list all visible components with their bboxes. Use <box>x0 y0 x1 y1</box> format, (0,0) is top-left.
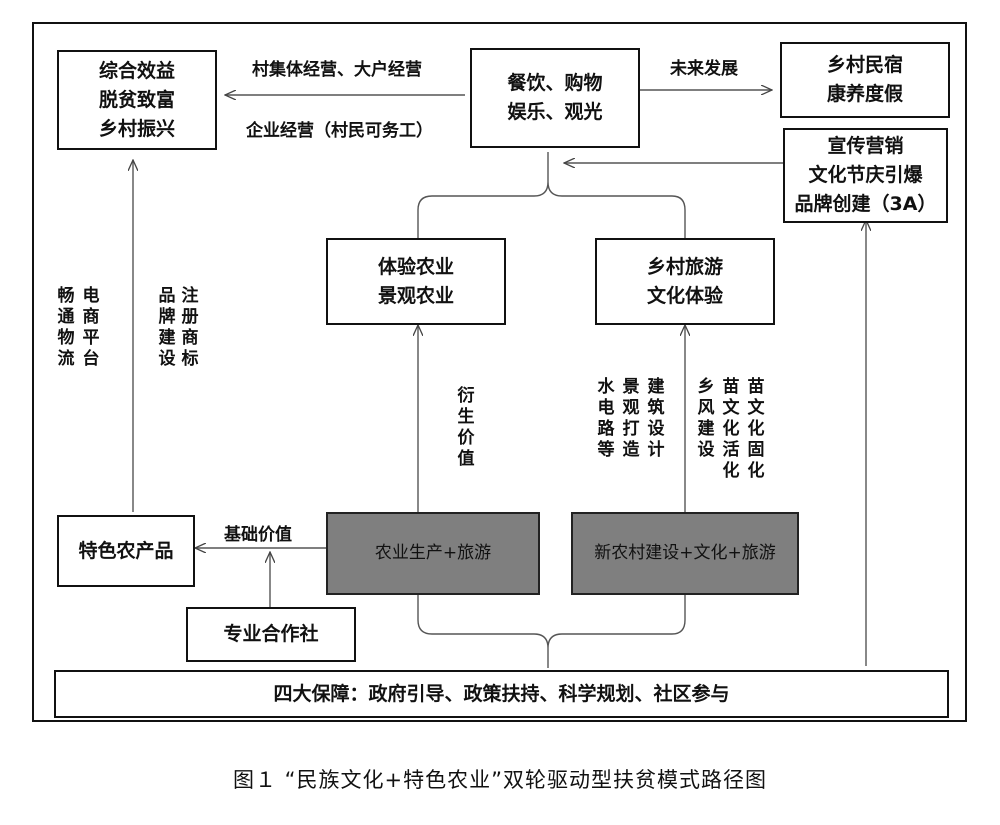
agri-production-label: 农业生产+旅游 <box>374 543 492 563</box>
agri-experience-line-2: 景观农业 <box>377 284 454 307</box>
marketing-line-1: 宣传营销 <box>827 135 904 157</box>
guarantee-label: 四大保障：政府引导、政策扶持、科学规划、社区参与 <box>273 682 730 705</box>
marketing-line-3: 品牌创建（3A） <box>794 193 937 215</box>
agri-experience-line-1: 体验农业 <box>377 255 454 278</box>
logistics-label: 畅通物流 <box>57 286 75 369</box>
specialty-label: 特色农产品 <box>78 539 174 562</box>
brand-label: 品牌建设 <box>158 286 176 369</box>
guarantee-box: 四大保障：政府引导、政策扶持、科学规划、社区参与 <box>54 670 949 718</box>
agri-experience-box: 体验农业 景观农业 <box>326 238 506 325</box>
ecommerce-label: 电商平台 <box>82 286 100 369</box>
base-value-label: 基础价值 <box>224 525 292 545</box>
derived-value-label: 衍生价值 <box>457 386 475 469</box>
utilities-label: 水电路等 <box>597 377 615 460</box>
building-design-label: 建筑设计 <box>647 377 665 460</box>
landscape-label: 景观打造 <box>622 377 640 460</box>
register-label: 注册商标 <box>181 286 199 369</box>
future-label: 未来发展 <box>670 59 738 79</box>
specialty-box: 特色农产品 <box>57 515 195 587</box>
new-village-label: 新农村建设+文化+旅游 <box>594 543 776 563</box>
collective-label: 村集体经营、大户经营 <box>252 60 422 80</box>
catering-line-1: 餐饮、购物 <box>507 72 603 94</box>
brace-bottom <box>417 595 686 668</box>
cooperative-box: 专业合作社 <box>186 607 356 662</box>
catering-line-2: 娱乐、观光 <box>507 101 603 123</box>
new-village-box: 新农村建设+文化+旅游 <box>571 512 799 595</box>
miao-live-label: 苗文化活化 <box>722 377 740 481</box>
benefit-box: 综合效益 脱贫致富 乡村振兴 <box>57 50 217 150</box>
miao-solid-label: 苗文化固化 <box>747 377 765 481</box>
catering-box: 餐饮、购物 娱乐、观光 <box>470 48 640 148</box>
agri-production-box: 农业生产+旅游 <box>326 512 540 595</box>
homestay-box: 乡村民宿 康养度假 <box>780 42 950 118</box>
marketing-box: 宣传营销 文化节庆引爆 品牌创建（3A） <box>783 128 948 223</box>
rural-tourism-box: 乡村旅游 文化体验 <box>595 238 775 325</box>
brace-top <box>417 152 686 238</box>
rural-tourism-line-2: 文化体验 <box>646 284 723 307</box>
rural-style-label: 乡风建设 <box>697 377 715 460</box>
figure-caption: 图１ “民族文化+特色农业”双轮驱动型扶贫模式路径图 <box>232 768 768 792</box>
benefit-line-2: 脱贫致富 <box>98 88 175 111</box>
benefit-line-3: 乡村振兴 <box>98 117 175 140</box>
benefit-line-1: 综合效益 <box>98 59 175 82</box>
cooperative-label: 专业合作社 <box>223 623 319 645</box>
enterprise-label: 企业经营（村民可务工） <box>246 121 433 141</box>
marketing-line-2: 文化节庆引爆 <box>808 164 923 186</box>
homestay-line-1: 乡村民宿 <box>826 54 903 76</box>
homestay-line-2: 康养度假 <box>826 83 903 105</box>
rural-tourism-line-1: 乡村旅游 <box>646 255 723 278</box>
